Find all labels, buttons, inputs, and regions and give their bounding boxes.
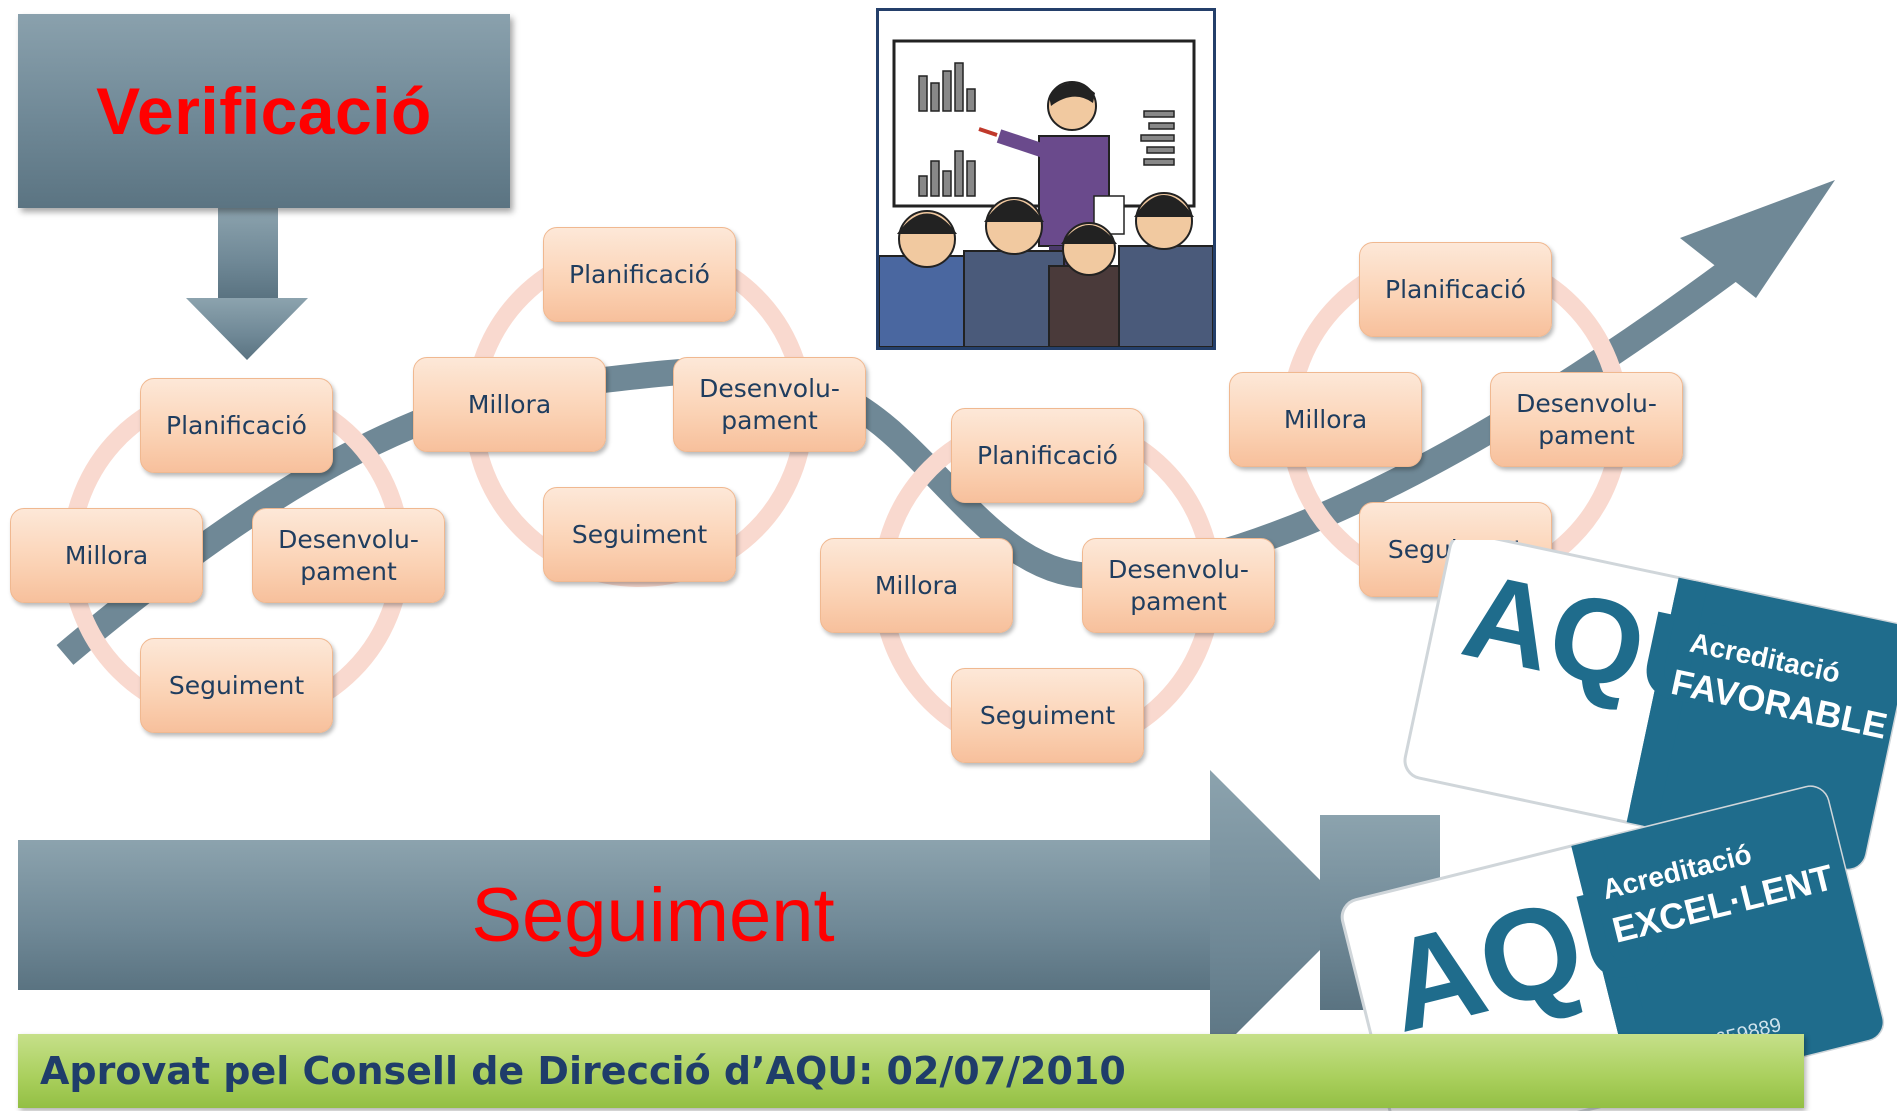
verification-title: Verificació (96, 74, 432, 148)
cycle-1-improvement: Millora (10, 508, 203, 603)
cycle-3-improvement: Millora (820, 538, 1013, 633)
cycle-3-monitoring: Seguiment (951, 668, 1144, 763)
cycle-3-development: Desenvolu- pament (1082, 538, 1275, 633)
banner-arrow-icon (18, 770, 1440, 1060)
presenter-illustration-icon (876, 8, 1216, 350)
cycle-1-planning: Planificació (140, 378, 333, 473)
cycle-1-monitoring: Seguiment (140, 638, 333, 733)
cycle-4-improvement: Millora (1229, 372, 1422, 467)
approval-footer: Aprovat pel Consell de Direcció d’AQU: 0… (18, 1034, 1804, 1108)
down-arrow-icon (186, 208, 308, 360)
wave-arrow-icon (56, 180, 1835, 665)
verification-box: Verificació (18, 14, 510, 208)
cycle-2-monitoring: Seguiment (543, 487, 736, 582)
monitoring-banner-label: Seguiment (471, 872, 835, 958)
cycle-2-planning: Planificació (543, 227, 736, 322)
cycle-1-development: Desenvolu- pament (252, 508, 445, 603)
cycle-4-planning: Planificació (1359, 242, 1552, 337)
aqu-badge-favorable: AQU Acreditació FAVORABLE (1403, 540, 1897, 871)
cycle-2-improvement: Millora (413, 357, 606, 452)
cycle-2-development: Desenvolu- pament (673, 357, 866, 452)
cycle-4-development: Desenvolu- pament (1490, 372, 1683, 467)
cycle-3-planning: Planificació (951, 408, 1144, 503)
approval-text: Aprovat pel Consell de Direcció d’AQU: 0… (40, 1049, 1126, 1093)
presentation-scene (878, 39, 1214, 348)
